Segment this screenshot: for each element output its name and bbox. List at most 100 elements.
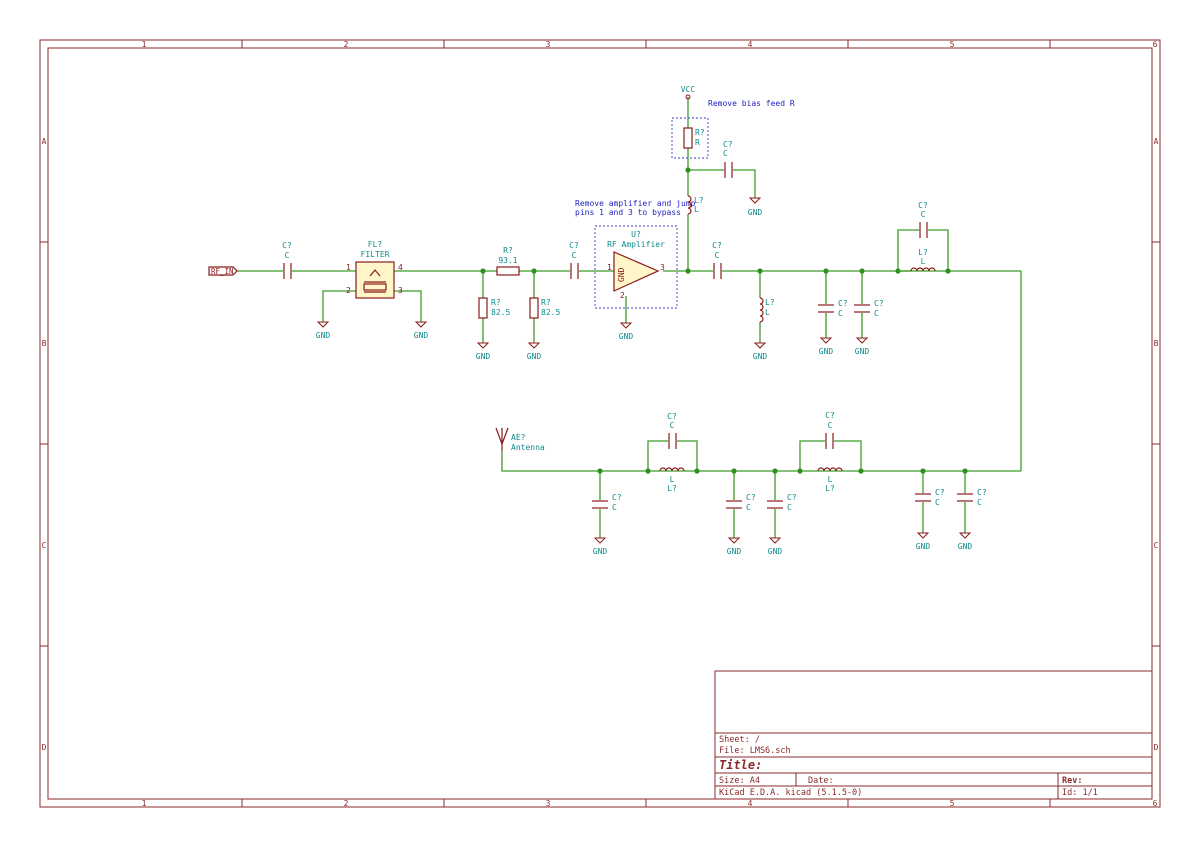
r-sh2-ref: R?	[541, 298, 551, 307]
grid-col-1-top: 1	[142, 40, 147, 49]
grid-col-5-bottom: 5	[950, 799, 955, 808]
title-block-size: Size: A4	[719, 776, 760, 786]
note-amp-line-2: pins 1 and 3 to bypass	[575, 208, 681, 217]
vcc-symbol: VCC	[681, 85, 695, 100]
gnd-symbol: GND	[748, 197, 762, 217]
title-block-file: File: LMS6.sch	[719, 746, 791, 756]
filter-fl: FL? FILTER 1 2 3 4	[346, 240, 403, 299]
c-sh2-value: C	[874, 309, 879, 318]
inductor-tank-2: L L?	[659, 467, 685, 493]
resistor-shunt-1: R? 82.5	[478, 297, 510, 319]
gnd-label: GND	[916, 542, 931, 551]
grid-row-a-right: A	[1154, 137, 1159, 146]
amp-value: RF Amplifier	[607, 240, 665, 249]
l-sh-ref: L?	[765, 298, 775, 307]
gnd-label: GND	[958, 542, 973, 551]
capacitor-tank-2: C? C	[667, 412, 677, 449]
c-b3-ref: C?	[787, 493, 797, 502]
inductor-tank-3: L L?	[817, 467, 843, 493]
title-block-date: Date:	[808, 776, 834, 786]
c-b2-ref: C?	[746, 493, 756, 502]
grid-col-1-bottom: 1	[142, 799, 147, 808]
gnd-symbol: GND	[768, 537, 783, 556]
junctions	[480, 167, 968, 474]
c-sh1-ref: C?	[838, 299, 848, 308]
title-block-tool: KiCad E.D.A. kicad (5.1.5-0)	[719, 788, 862, 798]
l-bias-ref: L?	[694, 196, 704, 205]
capacitor-coupling-1: C? C	[569, 241, 579, 279]
c-in-value: C	[285, 251, 290, 260]
grid-col-3-bottom: 3	[546, 799, 551, 808]
c-coup1-ref: C?	[569, 241, 579, 250]
note-amp-line-1: Remove amplifier and jump	[575, 199, 696, 208]
gnd-symbol: GND	[727, 537, 741, 556]
capacitor-coupling-2: C? C	[712, 241, 722, 279]
r-bias-value: R	[695, 138, 700, 147]
c-coup2-value: C	[715, 251, 720, 260]
resistor-series: R? 93.1	[496, 246, 520, 276]
filter-ref: FL?	[368, 240, 383, 249]
rf-amplifier: U? RF Amplifier GND 1 2 3	[594, 225, 678, 309]
title-block-id: Id: 1/1	[1062, 788, 1098, 798]
wires	[237, 97, 1022, 538]
c-tank3-value: C	[828, 421, 833, 430]
c-b4-ref: C?	[935, 488, 945, 497]
c-b4-value: C	[935, 498, 940, 507]
grid-col-2-top: 2	[344, 40, 349, 49]
capacitor-tank-3: C? C	[825, 411, 835, 449]
filter-value: FILTER	[361, 250, 390, 259]
gnd-label: GND	[768, 547, 783, 556]
gnd-symbol: GND	[593, 537, 607, 556]
antenna-value: Antenna	[511, 443, 545, 452]
r-series-ref: R?	[503, 246, 513, 255]
grid-col-6-top: 6	[1153, 40, 1158, 49]
capacitor-shunt-2: C? C	[854, 299, 884, 318]
l-bias-value: L	[694, 205, 699, 214]
gnd-label: GND	[819, 347, 834, 356]
gnd-symbol: GND	[476, 342, 491, 361]
c-bias-ref: C?	[723, 140, 733, 149]
inductor-bias: L? L	[687, 195, 704, 215]
c-coup2-ref: C?	[712, 241, 722, 250]
rf-in-label: RF_IN	[211, 267, 234, 276]
grid-row-d-right: D	[1154, 743, 1159, 752]
c-sh2-ref: C?	[874, 299, 884, 308]
capacitor-lower-5: C? C	[957, 488, 987, 507]
filter-pin-4: 4	[398, 263, 403, 272]
gnd-symbol: GND	[316, 321, 330, 340]
title-block: Sheet: / File: LMS6.sch Title: Size: A4 …	[714, 670, 1153, 800]
gnd-symbol: GND	[619, 322, 633, 341]
grid-row-c-right: C	[1154, 541, 1159, 550]
inductor-shunt: L? L	[759, 297, 775, 323]
ground-symbols: GND GND GND GND GND GND GND GND GND GND …	[316, 197, 973, 556]
c-bias-value: C	[723, 149, 728, 158]
resistor-shunt-2: R? 82.5	[529, 297, 560, 319]
filter-pin-2: 2	[346, 286, 351, 295]
filter-pin-3: 3	[398, 286, 403, 295]
grid-col-2-bottom: 2	[344, 799, 349, 808]
l-tank2-ref: L?	[667, 484, 677, 493]
grid-row-d-left: D	[42, 743, 47, 752]
note-bias: Remove bias feed R	[708, 99, 795, 108]
c-in-ref: C?	[282, 241, 292, 250]
capacitor-lower-2: C? C	[726, 493, 756, 512]
l-sh-value: L	[765, 308, 770, 317]
inductor-tank-1: L? L	[898, 248, 936, 272]
c-tank2-value: C	[670, 421, 675, 430]
r-sh1-ref: R?	[491, 298, 501, 307]
gnd-label: GND	[753, 352, 768, 361]
c-b1-ref: C?	[612, 493, 622, 502]
gnd-symbol: GND	[819, 337, 834, 356]
c-b1-value: C	[612, 503, 617, 512]
r-series-value: 93.1	[498, 256, 517, 265]
c-coup1-value: C	[572, 251, 577, 260]
c-b2-value: C	[746, 503, 751, 512]
capacitor-lower-3: C? C	[767, 493, 797, 512]
filter-pin-1: 1	[346, 263, 351, 272]
capacitor-c-in: C? C	[282, 241, 292, 279]
capacitor-lower-4: C? C	[915, 488, 945, 507]
title-block-title: Title:	[719, 758, 762, 772]
sheet-frame: 1 2 3 4 5 6 1 2 3 4 5 6 A B C D A B C D	[39, 39, 1161, 808]
r-sh1-value: 82.5	[491, 308, 510, 317]
gnd-label: GND	[476, 352, 491, 361]
